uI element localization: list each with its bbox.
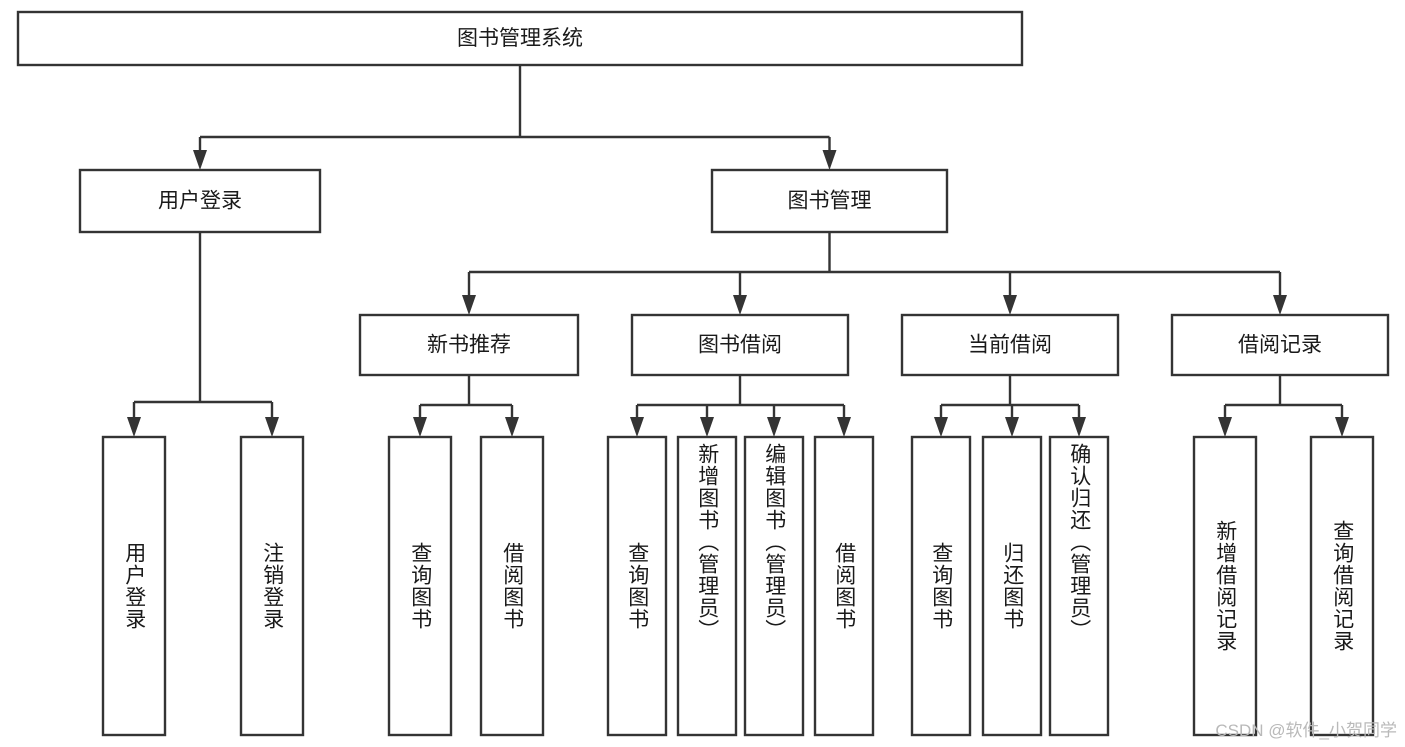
- level3-box-2[interactable]: [900, 313, 1120, 377]
- level3-box-1[interactable]: [630, 313, 850, 377]
- level2-label-0: 用户登录: [158, 190, 242, 213]
- leaf-box-11[interactable]: [1192, 435, 1258, 737]
- arrow-head-new-book-to-leaves-1: [505, 417, 519, 437]
- level3-label-0: 新书推荐: [427, 334, 511, 357]
- level3-label-3: 借阅记录: [1238, 334, 1322, 357]
- arrow-head-new-book-to-leaves-0: [413, 417, 427, 437]
- level3-box-3[interactable]: [1170, 313, 1390, 377]
- level2-label-1: 图书管理: [788, 190, 872, 213]
- leaf-box-9[interactable]: [981, 435, 1043, 737]
- leaf-box-4[interactable]: [606, 435, 668, 737]
- level2-box-0[interactable]: [78, 168, 322, 234]
- root-box-0[interactable]: [16, 10, 1024, 67]
- level3-box-0[interactable]: [358, 313, 580, 377]
- leaf-box-8[interactable]: [910, 435, 972, 737]
- arrow-head-user-login-to-leaves-1: [265, 417, 279, 437]
- level3-label-2: 当前借阅: [968, 334, 1052, 357]
- connectors-layer: [127, 65, 1349, 437]
- leaf-box-5[interactable]: [676, 435, 738, 737]
- leaf-box-0[interactable]: [101, 435, 167, 737]
- arrow-head-book-mgmt-to-level3-1: [733, 295, 747, 315]
- leaf-box-2[interactable]: [387, 435, 453, 737]
- arrow-head-current-borrow-to-leaves-1: [1005, 417, 1019, 437]
- arrow-head-current-borrow-to-leaves-0: [934, 417, 948, 437]
- level3-label-1: 图书借阅: [698, 334, 782, 357]
- level2-box-1[interactable]: [710, 168, 949, 234]
- arrow-head-borrow-to-leaves-2: [767, 417, 781, 437]
- arrow-head-borrow-to-leaves-1: [700, 417, 714, 437]
- leaf-box-12[interactable]: [1309, 435, 1375, 737]
- boxes-layer: [16, 10, 1390, 737]
- arrow-head-record-to-leaves-0: [1218, 417, 1232, 437]
- root-label-0: 图书管理系统: [457, 27, 583, 50]
- leaf-box-6[interactable]: [743, 435, 805, 737]
- arrow-head-record-to-leaves-1: [1335, 417, 1349, 437]
- arrow-head-book-mgmt-to-level3-0: [462, 295, 476, 315]
- leaf-box-7[interactable]: [813, 435, 875, 737]
- arrow-head-root-to-level2-1: [822, 150, 837, 170]
- leaf-box-3[interactable]: [479, 435, 545, 737]
- arrow-head-book-mgmt-to-level3-2: [1003, 295, 1017, 315]
- leaf-box-10[interactable]: [1048, 435, 1110, 737]
- arrow-head-root-to-level2-0: [193, 150, 207, 170]
- arrow-head-current-borrow-to-leaves-2: [1072, 417, 1086, 437]
- arrow-head-book-mgmt-to-level3-3: [1273, 295, 1287, 315]
- arrow-head-borrow-to-leaves-0: [630, 417, 644, 437]
- leaf-box-1[interactable]: [239, 435, 305, 737]
- arrow-head-user-login-to-leaves-0: [127, 417, 141, 437]
- arrow-head-borrow-to-leaves-3: [837, 417, 851, 437]
